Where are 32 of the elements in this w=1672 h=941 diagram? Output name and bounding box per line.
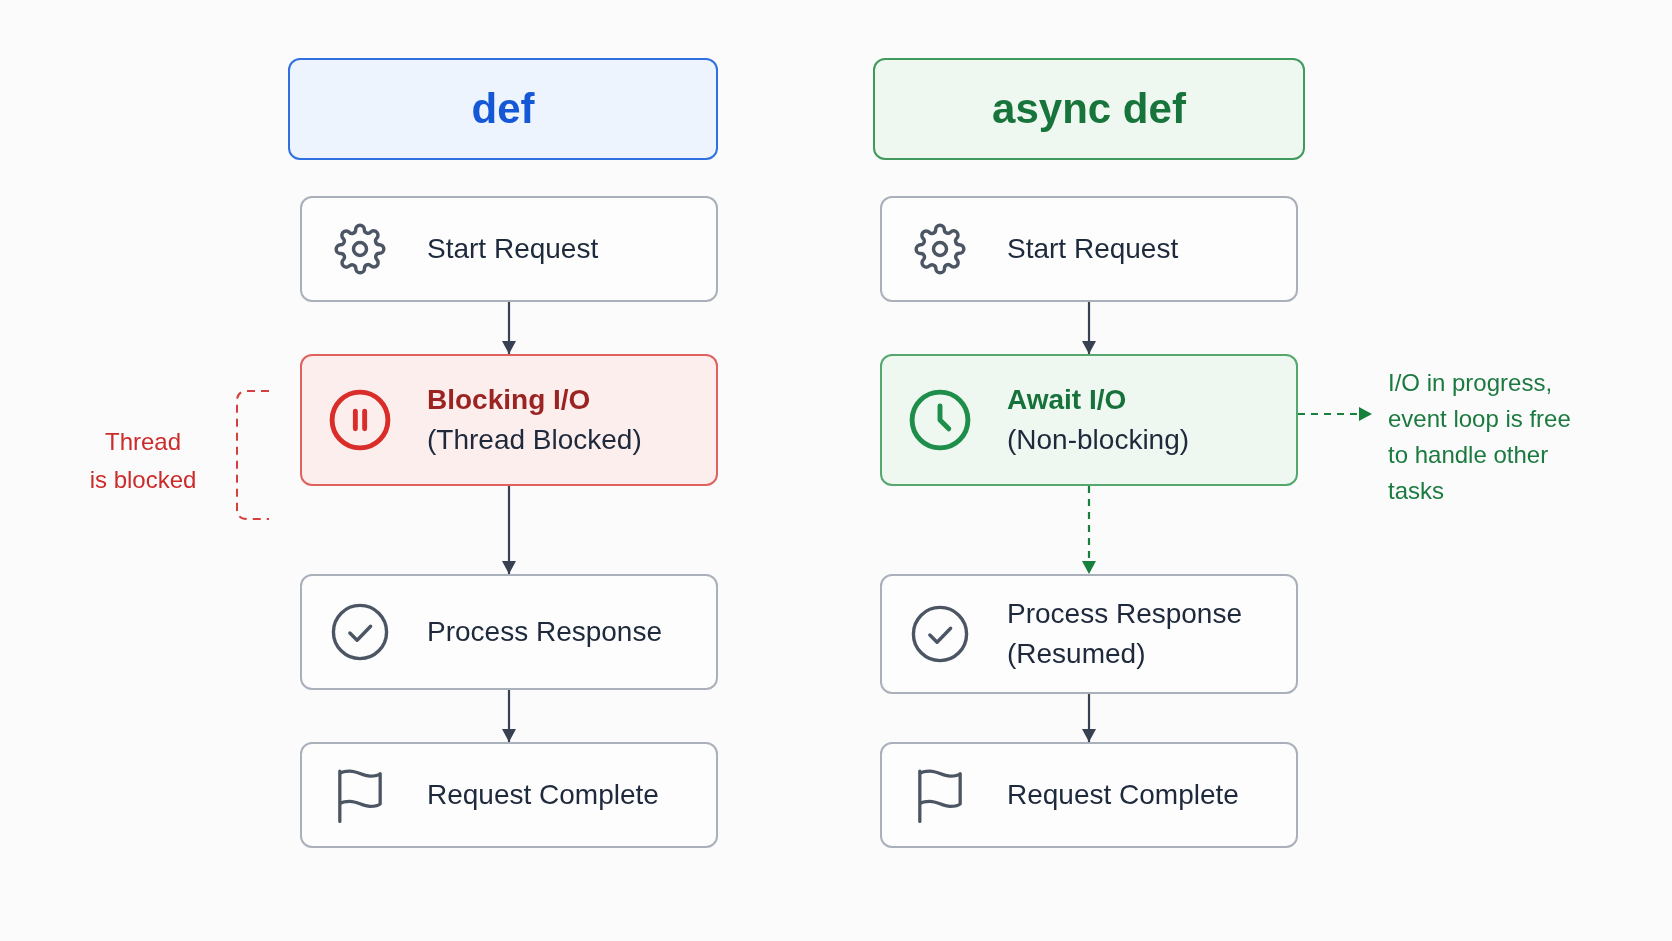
process-box — [300, 574, 718, 690]
step-label: Start Request — [1007, 232, 1179, 266]
step-sublabel: (Resumed) — [1007, 637, 1146, 671]
process-box — [880, 742, 1298, 848]
await-step-box — [880, 354, 1298, 486]
process-box — [300, 742, 718, 848]
column-heading: def — [471, 84, 535, 134]
step-label: Process Response — [427, 615, 662, 649]
blocking-step-box — [300, 354, 718, 486]
arrow — [1082, 302, 1096, 354]
step-sublabel: (Thread Blocked) — [427, 423, 642, 457]
step-label: Process Response — [1007, 597, 1242, 631]
step-label: Await I/O — [1007, 383, 1127, 417]
arrow — [502, 302, 516, 354]
annotation-text: Thread is blocked — [88, 427, 198, 495]
process-box — [880, 574, 1298, 694]
column-header — [288, 58, 718, 160]
dashed-arrow — [1082, 486, 1096, 574]
step-label: Blocking I/O — [427, 383, 591, 417]
process-box — [880, 196, 1298, 302]
arrow — [502, 486, 516, 574]
annotation-text: I/O in progress, event loop is free to handle other tasks — [1388, 368, 1572, 506]
step-label: Request Complete — [1007, 778, 1239, 812]
process-box — [300, 196, 718, 302]
step-label: Start Request — [427, 232, 599, 266]
dashed-arrow — [1298, 407, 1372, 421]
step-sublabel: (Non-blocking) — [1007, 423, 1190, 457]
arrow — [1082, 694, 1096, 742]
arrow — [502, 690, 516, 742]
step-label: Request Complete — [427, 778, 659, 812]
column-header — [873, 58, 1305, 160]
column-heading: async def — [992, 84, 1186, 134]
